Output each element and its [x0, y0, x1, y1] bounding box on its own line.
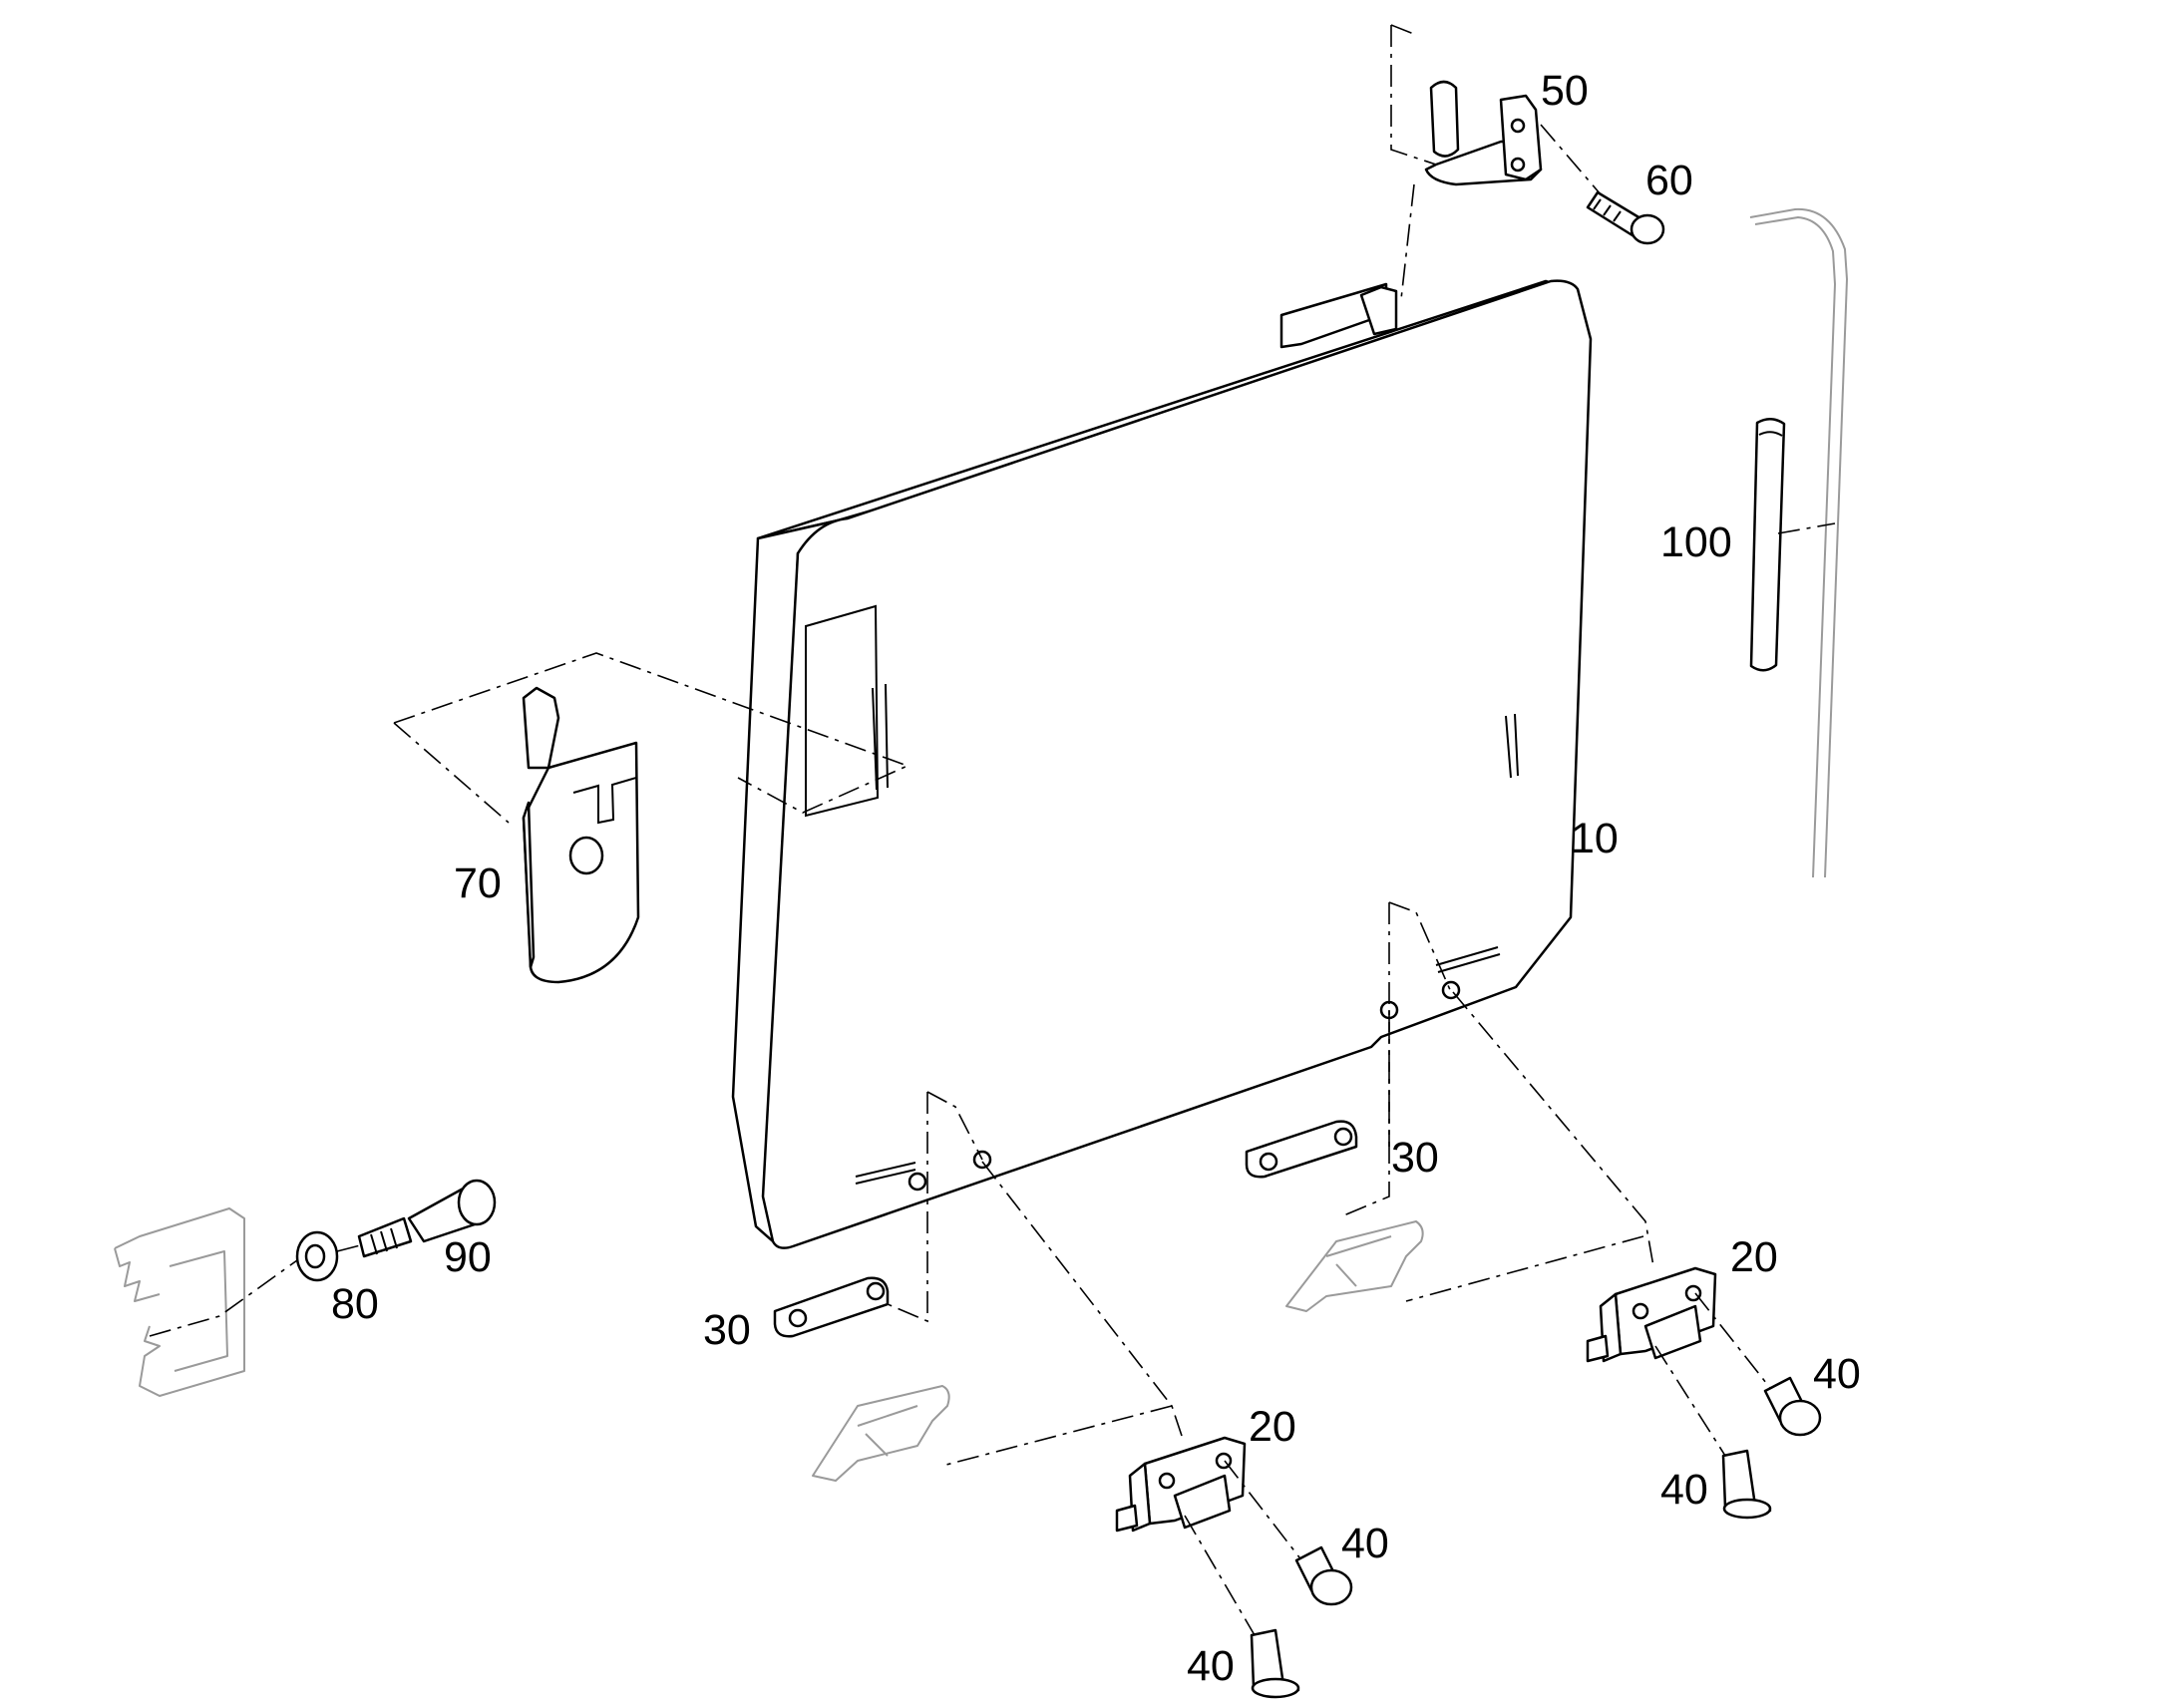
part-40-screw-left-upper	[1294, 1545, 1353, 1606]
callout-100: 100	[1660, 518, 1732, 566]
callout-20-right: 20	[1730, 1233, 1778, 1281]
callout-60: 60	[1645, 157, 1693, 204]
ghost-bracket-right	[1285, 1220, 1424, 1312]
ghost-bracket-left	[812, 1385, 950, 1482]
part-20-hinge-left	[1115, 1436, 1247, 1533]
part-70-latch	[522, 686, 640, 984]
callout-80: 80	[331, 1280, 379, 1328]
part-100-seal-strip	[1749, 418, 1836, 672]
part-10-door-panel	[731, 279, 1593, 1249]
part-30-spacer-plate-right	[1245, 1120, 1358, 1179]
part-40-screw-right-lower	[1721, 1449, 1772, 1520]
callout-20-left: 20	[1249, 1403, 1296, 1451]
callout-50: 50	[1541, 67, 1589, 115]
frame-outline	[1749, 207, 1848, 878]
callout-40-right-lower: 40	[1660, 1466, 1708, 1514]
part-40-screw-left-lower	[1250, 1628, 1300, 1699]
callout-70: 70	[454, 859, 502, 907]
ghost-end-bracket	[114, 1207, 245, 1397]
callout-30-left: 30	[703, 1306, 751, 1354]
part-90-bumper	[357, 1179, 497, 1258]
callout-40-left-upper: 40	[1341, 1520, 1389, 1567]
callout-10: 10	[1571, 815, 1619, 862]
part-80-nut	[295, 1230, 339, 1282]
callout-90: 90	[444, 1233, 492, 1281]
part-50-hinge-bracket	[1424, 80, 1543, 186]
part-40-screw-right-upper	[1763, 1376, 1822, 1437]
callout-40-right-upper: 40	[1813, 1350, 1861, 1398]
part-20-hinge-right	[1586, 1266, 1717, 1363]
part-30-spacer-plate-left	[773, 1276, 890, 1338]
callout-30-right: 30	[1391, 1134, 1439, 1182]
part-60-screw	[1586, 190, 1665, 245]
callout-40-left-lower: 40	[1187, 1642, 1235, 1690]
assembly-lines	[149, 24, 1771, 1636]
